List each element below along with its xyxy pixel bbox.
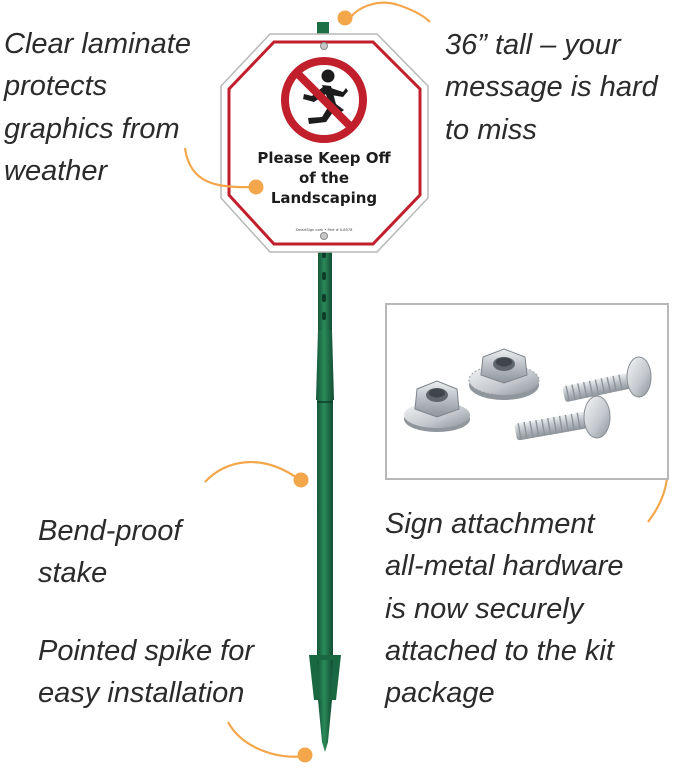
flange-nut-top (468, 348, 540, 400)
top-bolt (320, 42, 328, 50)
dot-stake (293, 472, 309, 488)
stake-shaft (317, 400, 333, 658)
callout-laminate-line-4: weather (4, 154, 108, 187)
callout-hardware-line-1: Sign attachment (385, 508, 595, 540)
sign-red-border (227, 40, 422, 246)
callout-stake: Bend-proof stake (38, 510, 182, 595)
callout-spike: Pointed spike for easy installation (38, 630, 254, 715)
leader-stake (204, 460, 301, 483)
bolt-upper (562, 356, 652, 402)
stake-upper-section (318, 238, 332, 330)
leader-height (349, 1, 431, 23)
callout-height-line-2: message is hard (445, 71, 658, 104)
callout-height-line-1: 36” tall – your (445, 29, 621, 61)
bolt-lower (514, 395, 611, 441)
leader-spike (227, 721, 306, 758)
callout-height: 36” tall – your message is hard to miss (445, 24, 658, 151)
sign-text-line-2: of the (299, 169, 349, 187)
hardware-photo (385, 303, 669, 480)
sign-text-line-3: Landscaping (271, 189, 377, 207)
octagon-sign: Please Keep Off of the Landscaping Smart… (220, 33, 429, 253)
callout-laminate: Clear laminate protects graphics from we… (4, 23, 191, 192)
callout-hardware-line-4: attached to the kit (385, 634, 614, 667)
callout-stake-line-2: stake (38, 557, 108, 590)
callout-height-line-3: to miss (445, 113, 537, 146)
bottom-bolt (320, 232, 328, 240)
sign-board (220, 33, 429, 253)
dot-height (337, 10, 353, 26)
flange-nut-left (404, 380, 470, 432)
sign-fine-print: SmartSign.com • Part # K-8978 (296, 228, 353, 232)
stake (309, 22, 341, 752)
leader-laminate (183, 147, 257, 189)
callout-hardware-line-5: package (385, 677, 495, 710)
callout-spike-line-1: Pointed spike for (38, 635, 255, 667)
sign-text-line-1: Please Keep Off (257, 149, 391, 167)
hardware-illustration (404, 348, 652, 441)
callout-laminate-line-1: Clear laminate (4, 28, 191, 60)
callout-stake-line-1: Bend-proof (38, 515, 182, 547)
dot-spike (297, 747, 313, 763)
callout-spike-line-2: easy installation (38, 677, 245, 710)
dot-laminate (248, 179, 264, 195)
callout-hardware-line-2: all-metal hardware (385, 550, 624, 583)
no-walking-person-icon (281, 57, 367, 143)
callout-hardware: Sign attachment all-metal hardware is no… (385, 503, 624, 715)
spike-tip (318, 700, 332, 752)
callout-hardware-line-3: is now securely (385, 592, 584, 625)
callout-laminate-line-3: graphics from (4, 112, 180, 145)
callout-laminate-line-2: protects (4, 70, 108, 103)
